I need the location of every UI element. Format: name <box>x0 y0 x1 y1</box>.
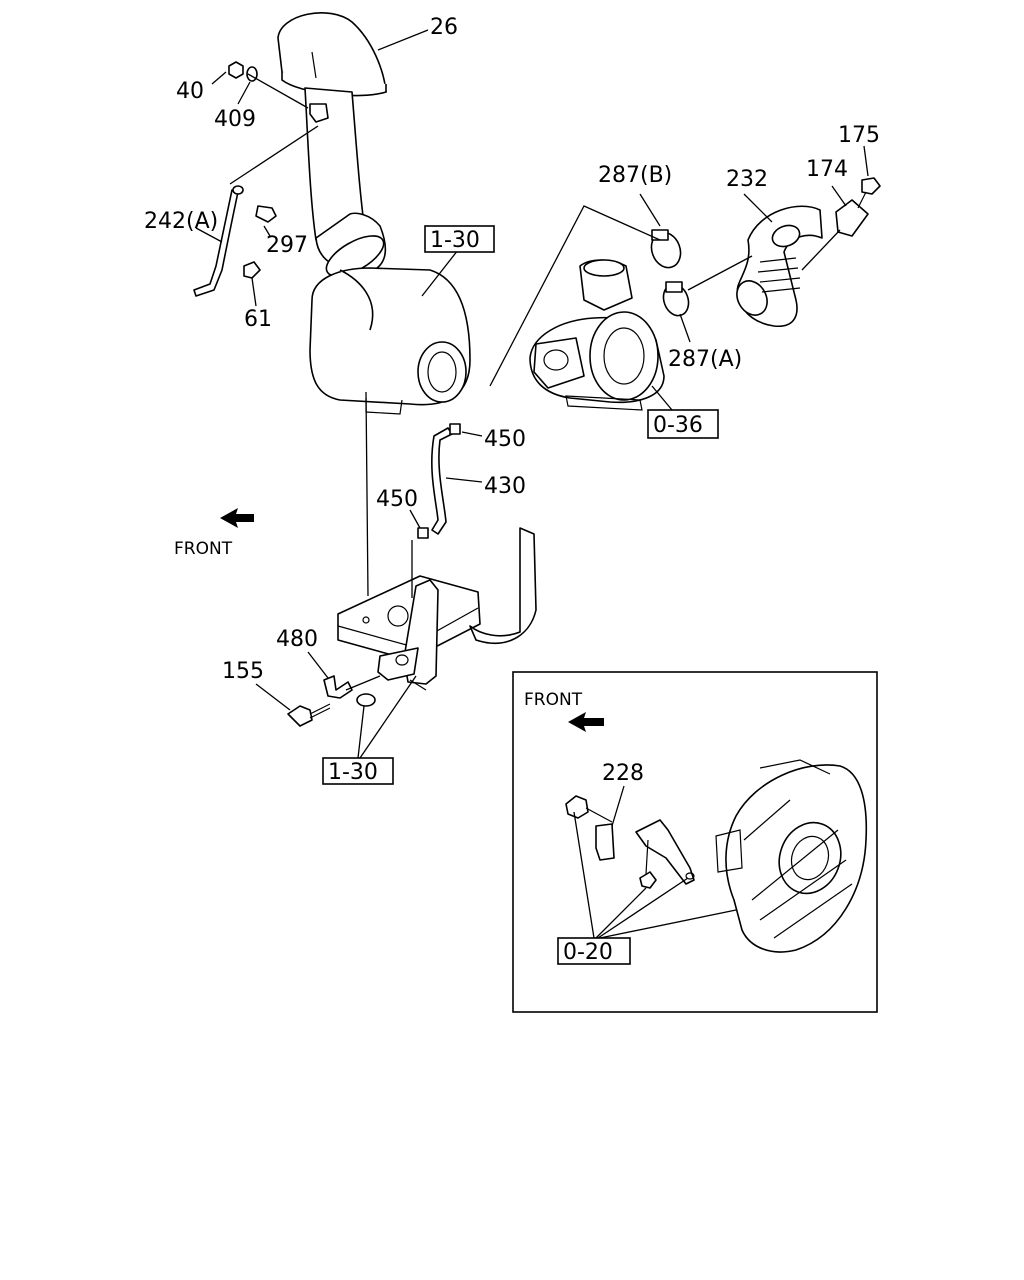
label-450-top: 450 <box>484 427 526 452</box>
label-287b: 287(B) <box>598 163 672 188</box>
front-label-inset: FRONT <box>524 690 583 710</box>
ref-box-0-20 <box>557 811 737 965</box>
bolt-61 <box>243 261 261 279</box>
label-40: 40 <box>176 79 204 104</box>
ref-box-1-30-top <box>421 225 495 297</box>
leader-228 <box>611 785 625 827</box>
bracket-174 <box>835 199 869 237</box>
label-242a: 242(A) <box>144 209 218 234</box>
clip-228 <box>595 823 615 861</box>
clip-450-mid <box>417 527 429 539</box>
clamp-287b <box>650 229 682 269</box>
label-450-mid: 450 <box>376 487 418 512</box>
leader-297 <box>263 225 271 237</box>
leader-287b <box>639 193 661 227</box>
label-175: 175 <box>838 123 880 148</box>
leader-26 <box>377 29 429 51</box>
turbocharger <box>529 259 665 411</box>
label-430: 430 <box>484 474 526 499</box>
pipe-242a <box>193 185 244 297</box>
ref-label-0-20: 0-20 <box>563 940 613 965</box>
flywheel-housing <box>715 759 868 953</box>
leader-430 <box>445 477 483 483</box>
air-cleaner-body <box>309 267 471 415</box>
leader-155 <box>255 683 291 711</box>
clip-450-top <box>449 423 461 435</box>
bolt-175 <box>857 177 881 209</box>
front-arrow-icon <box>220 508 254 528</box>
ref-box-0-36 <box>647 385 719 439</box>
leader-40 <box>211 71 227 85</box>
label-297: 297 <box>266 233 308 258</box>
hose-430 <box>431 427 453 535</box>
bolt-inset-mid <box>639 839 657 889</box>
clamp-287a <box>662 281 690 317</box>
leader-61 <box>251 277 257 307</box>
leader-480 <box>307 651 329 679</box>
label-174: 174 <box>806 157 848 182</box>
label-61: 61 <box>244 307 272 332</box>
front-arrow-inset-icon <box>568 712 604 732</box>
label-409: 409 <box>214 107 256 132</box>
assembly-guide-lines <box>229 73 841 691</box>
leader-242a <box>195 227 223 243</box>
ref-label-0-36: 0-36 <box>653 413 703 438</box>
ref-label-1-30-top: 1-30 <box>430 228 480 253</box>
ref-box-1-30-bottom <box>322 675 417 785</box>
stay-bracket <box>635 819 695 885</box>
washer-bottom <box>356 693 376 707</box>
leader-450-mid <box>409 509 421 529</box>
label-287a: 287(A) <box>668 347 742 372</box>
air-duct-26 <box>277 11 387 277</box>
fitting-480 <box>323 675 353 699</box>
front-label-main: FRONT <box>174 539 233 559</box>
bolt-inset-left <box>565 795 613 823</box>
bolt-155 <box>287 703 331 727</box>
mounting-bracket <box>337 527 537 691</box>
label-228: 228 <box>602 761 644 786</box>
label-232: 232 <box>726 167 768 192</box>
leader-175 <box>863 145 869 177</box>
ref-label-1-30-bottom: 1-30 <box>328 760 378 785</box>
nut-40 <box>228 61 244 79</box>
leader-287a <box>679 313 691 343</box>
label-480: 480 <box>276 627 318 652</box>
bracket-clip <box>309 103 329 123</box>
label-26: 26 <box>430 15 458 40</box>
hose-232 <box>736 205 823 327</box>
leader-409 <box>237 81 251 105</box>
leader-174 <box>831 185 847 207</box>
bolt-297 <box>255 205 277 223</box>
label-155: 155 <box>222 659 264 684</box>
leader-232 <box>743 193 773 223</box>
leader-450-top <box>461 431 483 437</box>
